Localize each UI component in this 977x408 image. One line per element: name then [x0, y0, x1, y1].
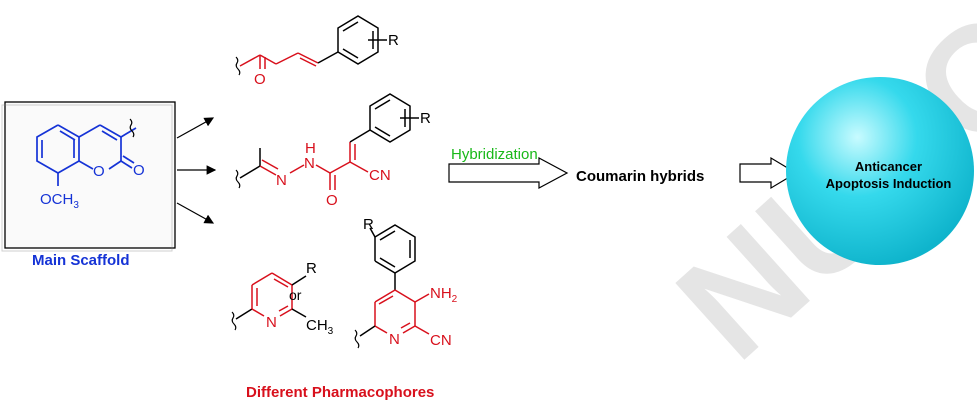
- acrylamide-structure: [235, 93, 419, 190]
- pyridine-2-amine: NH2: [430, 285, 458, 305]
- acryl-r-group: R: [420, 110, 431, 127]
- scaffold-ring-oxygen: O: [93, 163, 105, 180]
- hydrazone-n2: N: [304, 155, 315, 172]
- hydrazone-h: H: [305, 140, 316, 157]
- scaffold-methoxy: OCH3: [40, 191, 79, 211]
- pyridine-1-r-group: R: [306, 260, 317, 277]
- pyridine-2-structure: [354, 224, 430, 349]
- acryl-oxygen: O: [326, 192, 338, 209]
- result-arrow: [739, 156, 798, 190]
- pyridine-1-structure: [231, 272, 307, 331]
- apoptosis-induction-label: Apoptosis Induction: [825, 176, 952, 191]
- pyridine-2-nitrile: CN: [430, 332, 452, 349]
- scaffold-box: [4, 101, 176, 249]
- hydrazone-n1: N: [276, 172, 287, 189]
- chalcone-structure: [235, 15, 387, 76]
- acryl-nitrile: CN: [369, 167, 391, 184]
- hybridization-arrow: [448, 156, 569, 190]
- hybridization-label: Hybridization: [451, 146, 538, 163]
- sphere-text: Anticancer Apoptosis Induction: [800, 158, 977, 192]
- pyridine-1-nitrogen: N: [266, 314, 277, 331]
- arrow-to-pyridines: [176, 202, 215, 224]
- different-pharmacophores-label: Different Pharmacophores: [246, 384, 435, 401]
- anticancer-label: Anticancer: [854, 159, 923, 174]
- pyridine-2-nitrogen: N: [389, 331, 400, 348]
- arrow-to-chalcone: [176, 117, 215, 139]
- or-label: or: [289, 287, 302, 303]
- pyridine-2-r-group: R: [363, 216, 374, 233]
- scaffold-carbonyl-oxygen: O: [133, 162, 145, 179]
- main-scaffold-label: Main Scaffold: [32, 252, 130, 269]
- anticancer-sphere: [786, 77, 974, 265]
- pyridine-1-methyl: CH3: [306, 317, 334, 337]
- coumarin-hybrids-label: Coumarin hybrids: [576, 168, 705, 185]
- chalcone-oxygen: O: [254, 71, 266, 88]
- coumarin-structure: [36, 118, 137, 186]
- chalcone-r-group: R: [388, 32, 399, 49]
